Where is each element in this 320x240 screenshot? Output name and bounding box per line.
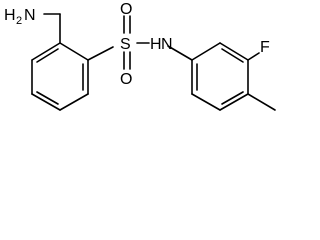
right-benzene-ring (191, 42, 249, 111)
bond (219, 93, 249, 111)
amine-n-label: N (24, 7, 36, 24)
oxygen-bottom-label: O (120, 71, 132, 88)
bond (191, 93, 221, 111)
molecule-drawing: H 2 N S O O H N F (4, 1, 276, 111)
bond (59, 42, 89, 61)
oxygen-top-label: O (120, 1, 132, 18)
double-bond-inner (36, 48, 59, 63)
bond (219, 42, 249, 61)
double-bond-inner (36, 91, 59, 105)
bond (31, 42, 61, 61)
nitrogen-label: N (161, 36, 173, 53)
bond-ring-fluorine (247, 52, 260, 61)
sulfur-label: S (120, 36, 131, 53)
structure-canvas: H 2 N S O O H N F (4, 1, 276, 111)
bond (191, 42, 221, 61)
double-bond-inner (221, 91, 244, 105)
amine-subscript-label: 2 (16, 15, 22, 27)
double-bond-inner (221, 48, 244, 63)
bond-nh-ring (167, 45, 193, 61)
bond (59, 93, 89, 111)
nitrogen-h-label: H (150, 36, 162, 53)
fluorine-label: F (260, 39, 270, 56)
bond (31, 93, 61, 111)
bond-ring-sulfur (87, 46, 114, 61)
amine-h-label: H (4, 7, 16, 24)
bond-methyl (247, 93, 276, 111)
left-benzene-ring (31, 42, 89, 111)
